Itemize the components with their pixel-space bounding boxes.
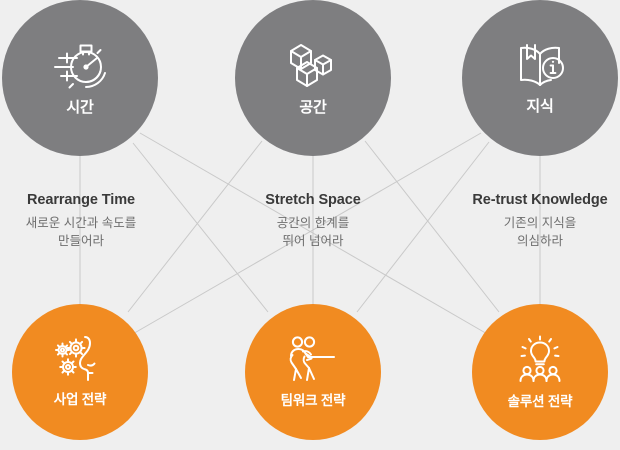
caption-retrust-knowledge: Re-trust Knowledge 기존의 지식을 의심하라: [440, 192, 620, 251]
lightbulb-people-icon: [515, 335, 565, 383]
caption-subtitle: 공간의 한계를 뛰어 넘어라: [213, 215, 413, 251]
book-info-icon: [514, 41, 566, 89]
node-label: 팀워크 전략: [280, 392, 346, 408]
caption-sub-line: 만들어라: [57, 233, 104, 248]
node-label: 솔루션 전략: [507, 393, 573, 409]
link-time-solution: [139, 132, 490, 336]
cubes-icon: [287, 40, 339, 90]
node-space[interactable]: 공간: [235, 0, 391, 156]
caption-rearrange-time: Rearrange Time 새로운 시간과 속도를 만들어라: [0, 192, 181, 251]
caption-title: Stretch Space: [265, 192, 361, 208]
node-knowledge[interactable]: 지식: [462, 0, 618, 156]
caption-title: Rearrange Time: [27, 192, 135, 208]
link-space-business: [127, 140, 263, 313]
node-label: 공간: [299, 98, 327, 116]
link-space-solution: [364, 140, 500, 313]
caption-title: Re-trust Knowledge: [472, 192, 608, 208]
caption-sub-line: 의심하라: [516, 233, 563, 248]
caption-sub-line: 새로운 시간과 속도를: [25, 216, 137, 230]
gears-head-icon: [54, 336, 106, 381]
link-time-teamwork: [132, 142, 269, 313]
node-teamwork-strategy[interactable]: 팀워크 전략: [245, 304, 381, 440]
node-business-strategy[interactable]: 사업 전략: [12, 304, 148, 440]
node-label: 시간: [66, 98, 94, 116]
caption-sub-line: 공간의 한계를: [276, 216, 350, 230]
node-label: 지식: [526, 97, 554, 115]
caption-stretch-space: Stretch Space 공간의 한계를 뛰어 넘어라: [213, 192, 413, 251]
node-label: 사업 전략: [53, 392, 107, 407]
caption-subtitle: 새로운 시간과 속도를 만들어라: [0, 215, 181, 251]
node-solution-strategy[interactable]: 솔루션 전략: [472, 304, 608, 440]
stopwatch-icon: [53, 40, 107, 90]
caption-sub-line: 뛰어 넘어라: [282, 233, 344, 248]
caption-sub-line: 기존의 지식을: [503, 216, 577, 230]
link-knowledge-teamwork: [356, 141, 490, 313]
tug-of-war-icon: [287, 335, 339, 382]
caption-subtitle: 기존의 지식을 의심하라: [440, 215, 620, 251]
link-knowledge-business: [130, 132, 482, 336]
node-time[interactable]: 시간: [2, 0, 158, 156]
